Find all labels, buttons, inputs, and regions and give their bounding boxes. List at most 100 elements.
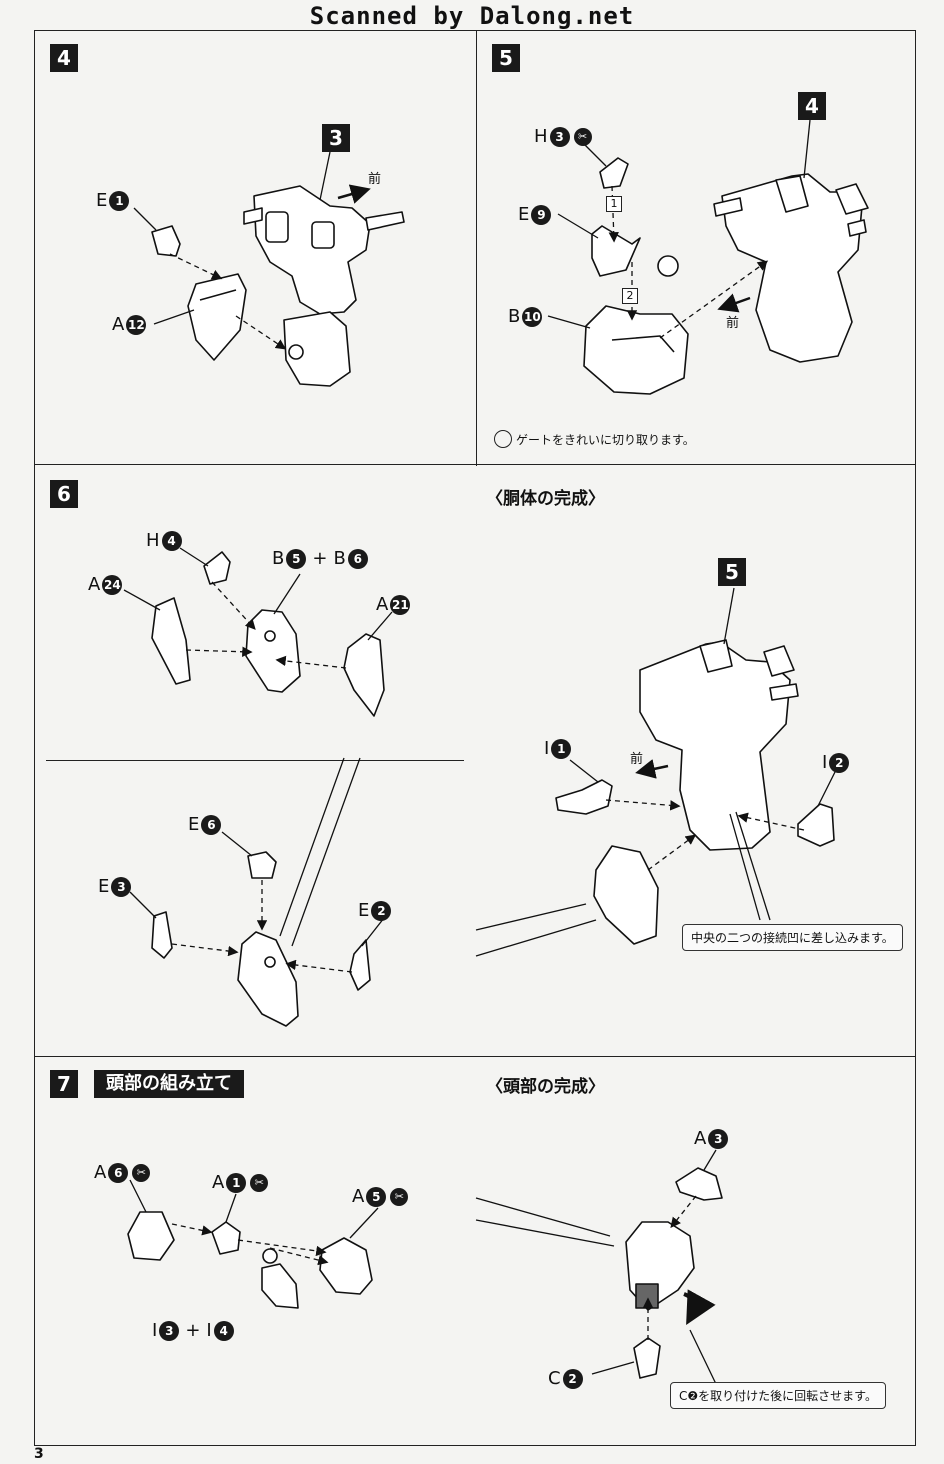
part-number: 3 [708,1128,729,1149]
part-number: 10 [522,306,543,327]
zoom-head-a [475,1219,615,1247]
cut-icon: ✂ [250,1173,269,1192]
leader-e9 [557,213,599,239]
step5-part-h3 [599,157,629,189]
cut-icon: ✂ [132,1163,151,1182]
torso-ref-badge: 5 [718,558,746,586]
step-4-ref-badge: 3 [322,124,350,152]
part-letter: A [694,1128,707,1149]
leader-i2 [817,769,837,807]
part-number: 5 [366,1186,387,1207]
leader-ref5 [723,587,735,645]
page-number: 3 [34,1446,44,1462]
step6-part-a21 [343,633,385,717]
part-number: 24 [102,574,123,595]
gate-icon [494,430,512,448]
order-box-1: 1 [606,196,622,212]
head-complete-assembly [625,1221,695,1311]
leader-a1 [225,1193,237,1223]
leader-b5b6 [273,573,301,615]
part-letter: I [206,1320,212,1341]
head-rotation-note: C❷を取り付けた後に回転させます。 [670,1382,886,1409]
part-letter: E [358,900,370,921]
forward-label-s4: 前 [368,172,382,187]
forward-arrow-s4 [337,184,371,204]
arrow-a12 [235,315,287,350]
plus-sign: + [185,1320,201,1341]
step-7-title: 頭部の組み立て [94,1070,244,1098]
plus-sign: + [312,548,328,569]
step-4-badge: 4 [50,44,78,72]
part-number: 3 [549,126,570,147]
torso-part-i2 [797,803,835,847]
part-number: 4 [161,530,182,551]
leader-ref3 [319,151,331,201]
zoom-line-b [291,757,361,947]
part-letter: B [333,548,346,569]
step7-part-a6 [127,1211,175,1261]
leader-c2 [591,1361,635,1375]
scan-credit-header: Scanned by Dalong.net [309,2,635,30]
torso-part-i1 [555,779,613,815]
cut-icon: ✂ [390,1187,409,1206]
arrow-h4 [211,581,256,630]
part-letter: C [548,1368,561,1389]
step5-part-e9 [591,225,641,277]
arrow-a1 [237,1239,327,1257]
torso-leg-part [593,845,659,945]
step6-leg-assembly [237,931,299,1027]
step5-part-b10 [583,305,689,395]
cut-icon: ✂ [573,127,592,146]
part-number: 3 [111,876,132,897]
arrow-b10 [659,260,769,339]
arrow-a6 [171,1223,213,1236]
part-number: 2 [562,1368,583,1389]
torso-complete-assembly [639,639,799,851]
part-number: 3 [159,1320,180,1341]
step4-part-e1 [151,225,181,257]
step6-part-a24 [151,597,191,685]
torso-complete-title: 〈胴体の完成〉 [486,489,605,509]
rotate-arrow [683,1289,716,1325]
leader-a12 [153,309,195,325]
arrow-i2 [737,812,805,831]
leader-e1 [133,207,157,231]
part-letter: E [98,876,110,897]
step6-part-e2 [349,939,371,991]
step6-part-e3 [151,911,173,959]
part-letter: B [272,548,285,569]
arrow-h3 [608,185,619,243]
step6-part-e6 [247,851,277,879]
divider-row2 [34,1056,916,1057]
part-number: 1 [226,1172,247,1193]
part-number: 9 [531,204,552,225]
step-6-badge: 6 [50,480,78,508]
step5-torso-assembly [713,173,869,363]
leader-a6 [129,1179,147,1213]
note-leader-a [729,813,761,921]
part-letter: H [146,530,160,551]
torso-connection-note: 中央の二つの接続凹に差し込みます。 [682,924,903,951]
part-number: 1 [109,190,130,211]
gate-note-text: ゲートをきれいに切り取ります。 [516,432,695,447]
arrow-i1 [605,799,681,811]
step-5-badge: 5 [492,44,520,72]
arrow-leg [647,834,697,871]
step7-part-i3i4 [261,1248,299,1309]
part-number: 6 [347,548,368,569]
part-number: 6 [201,814,222,835]
leader-a24 [123,589,161,611]
leader-b10 [547,315,591,329]
arrow-e3 [171,943,239,957]
part-letter: A [376,594,389,615]
